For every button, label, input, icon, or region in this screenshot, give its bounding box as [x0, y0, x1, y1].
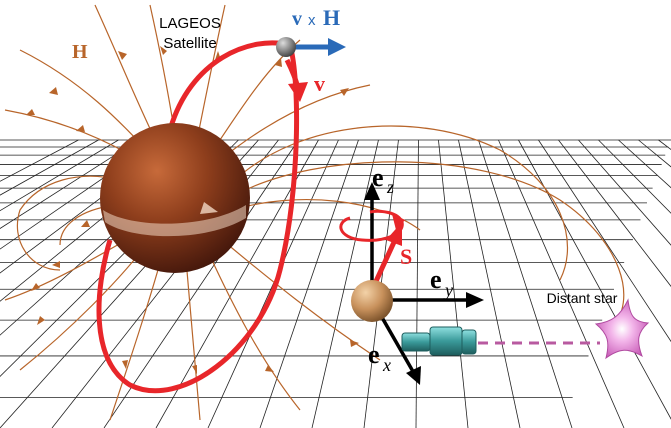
grid-line-converging [0, 139, 159, 250]
grid-line-converging [478, 139, 573, 428]
magnetic-field-lines [4, 4, 625, 421]
grid-line-converging [103, 139, 299, 428]
grid-line-converging [0, 139, 139, 229]
rotation-band [103, 205, 246, 237]
ez-label: e [372, 163, 384, 192]
earth-planet [100, 123, 250, 273]
satellite-name-line1: LAGEOS [159, 15, 221, 32]
cross-v-label: v [292, 8, 302, 30]
grid-line-converging [618, 139, 671, 189]
grid-line-converging [0, 139, 119, 212]
grid-line-converging [538, 139, 671, 343]
grid-line-converging [458, 139, 521, 428]
grid-line-converging [598, 139, 671, 214]
distant-star-icon [594, 298, 650, 360]
grid-line-converging [259, 139, 359, 428]
lageos-satellite-sphere [276, 37, 296, 57]
orbit-back-segment [167, 40, 291, 131]
satellite-name-line2: Satellite [163, 35, 216, 52]
ex-arrowhead-icon [406, 366, 421, 385]
grid-line-converging [415, 139, 419, 428]
precession-loop [339, 209, 404, 242]
grid-line-converging [311, 139, 379, 428]
cross-x-label: x [308, 12, 316, 29]
rotation-arrow-icon [200, 202, 218, 214]
velocity-v-label: v [314, 71, 325, 96]
spin-s-label: S [400, 244, 412, 269]
grid-line-converging [578, 139, 671, 246]
gyroscope-sphere [351, 280, 393, 322]
grid-line-converging [438, 139, 469, 428]
grid-line-converging [498, 139, 625, 428]
ex-label: e [368, 340, 380, 369]
v-cross-h-arrow [290, 38, 346, 56]
ez-subscript: z [386, 177, 394, 197]
velocity-arrow [284, 58, 308, 102]
distant-star-label: Distant star [547, 290, 618, 306]
field-h-label: H [72, 41, 88, 63]
ey-label: e [430, 265, 442, 294]
ey-arrowhead-icon [466, 292, 484, 308]
ez-arrowhead-icon [364, 182, 380, 200]
orbit-front-segment [96, 44, 300, 394]
cross-h-label: H [323, 5, 340, 30]
grid-line-converging [0, 139, 99, 196]
grid-line-converging [558, 139, 671, 287]
ex-subscript: x [382, 355, 391, 375]
ey-subscript: y [443, 280, 453, 300]
telescope [401, 326, 477, 356]
